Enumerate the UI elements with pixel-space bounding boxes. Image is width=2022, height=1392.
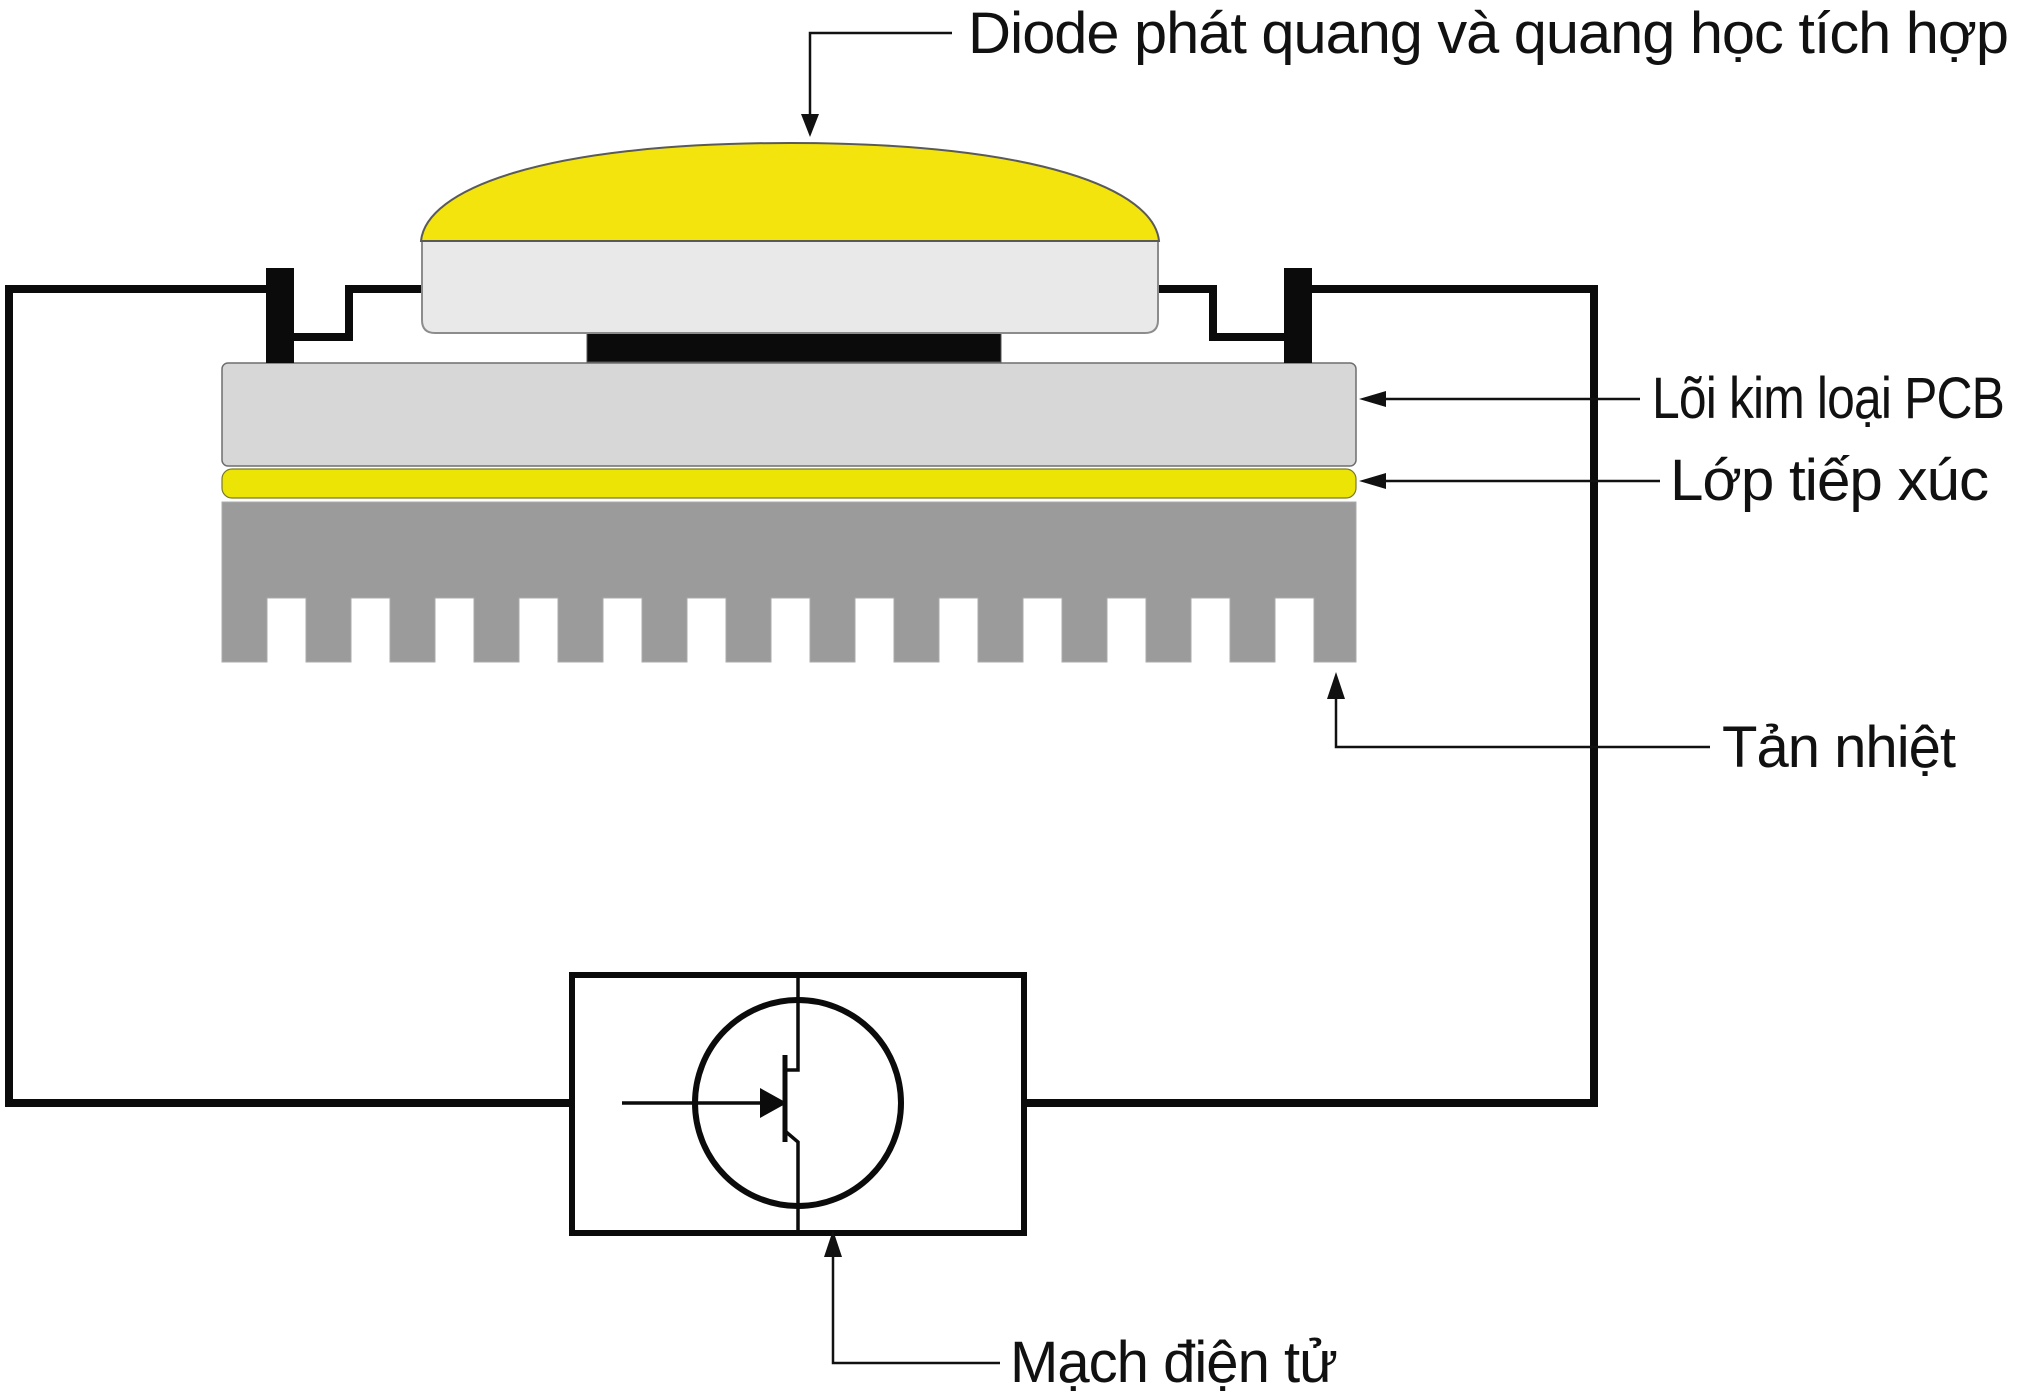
led-package-body bbox=[421, 239, 1159, 334]
transistor-collector-lead bbox=[785, 978, 800, 1072]
right-bond-wire bbox=[1157, 285, 1286, 341]
transistor-emitter-lead bbox=[783, 1129, 800, 1230]
metal-core-pcb-layer bbox=[221, 362, 1357, 467]
pcb-arrowhead-icon bbox=[1359, 391, 1386, 407]
contact-label: Lớp tiếp xúc bbox=[1670, 448, 1988, 513]
pcb-label: Lõi kim loại PCB bbox=[1652, 366, 2004, 431]
heatsink-label: Tản nhiệt bbox=[1722, 715, 1956, 780]
circuit-loop-right-wire bbox=[1027, 285, 1598, 1107]
contact-layer bbox=[221, 468, 1357, 499]
contact-arrowhead-icon bbox=[1359, 473, 1386, 489]
circuit-arrowhead-icon bbox=[824, 1230, 842, 1257]
left-bond-wire bbox=[292, 285, 423, 341]
phosphor-dome-lens bbox=[419, 141, 1161, 242]
diode-arrowhead-icon bbox=[801, 114, 819, 137]
base-current-arrow-icon bbox=[760, 1088, 787, 1118]
diode-label: Diode phát quang và quang học tích hợp bbox=[968, 1, 2008, 66]
diode-label-leader bbox=[808, 31, 952, 116]
left-electrode bbox=[266, 268, 294, 363]
die-attach-slug bbox=[586, 332, 1002, 363]
heatsink-arrowhead-icon bbox=[1327, 672, 1345, 699]
circuit-loop-left-wire bbox=[5, 285, 569, 1107]
heatsink-fins bbox=[221, 501, 1357, 663]
heatsink-label-leader bbox=[1334, 697, 1710, 749]
circuit-label: Mạch điện tử bbox=[1010, 1330, 1337, 1392]
right-electrode bbox=[1284, 268, 1312, 363]
circuit-label-leader bbox=[831, 1255, 1000, 1365]
